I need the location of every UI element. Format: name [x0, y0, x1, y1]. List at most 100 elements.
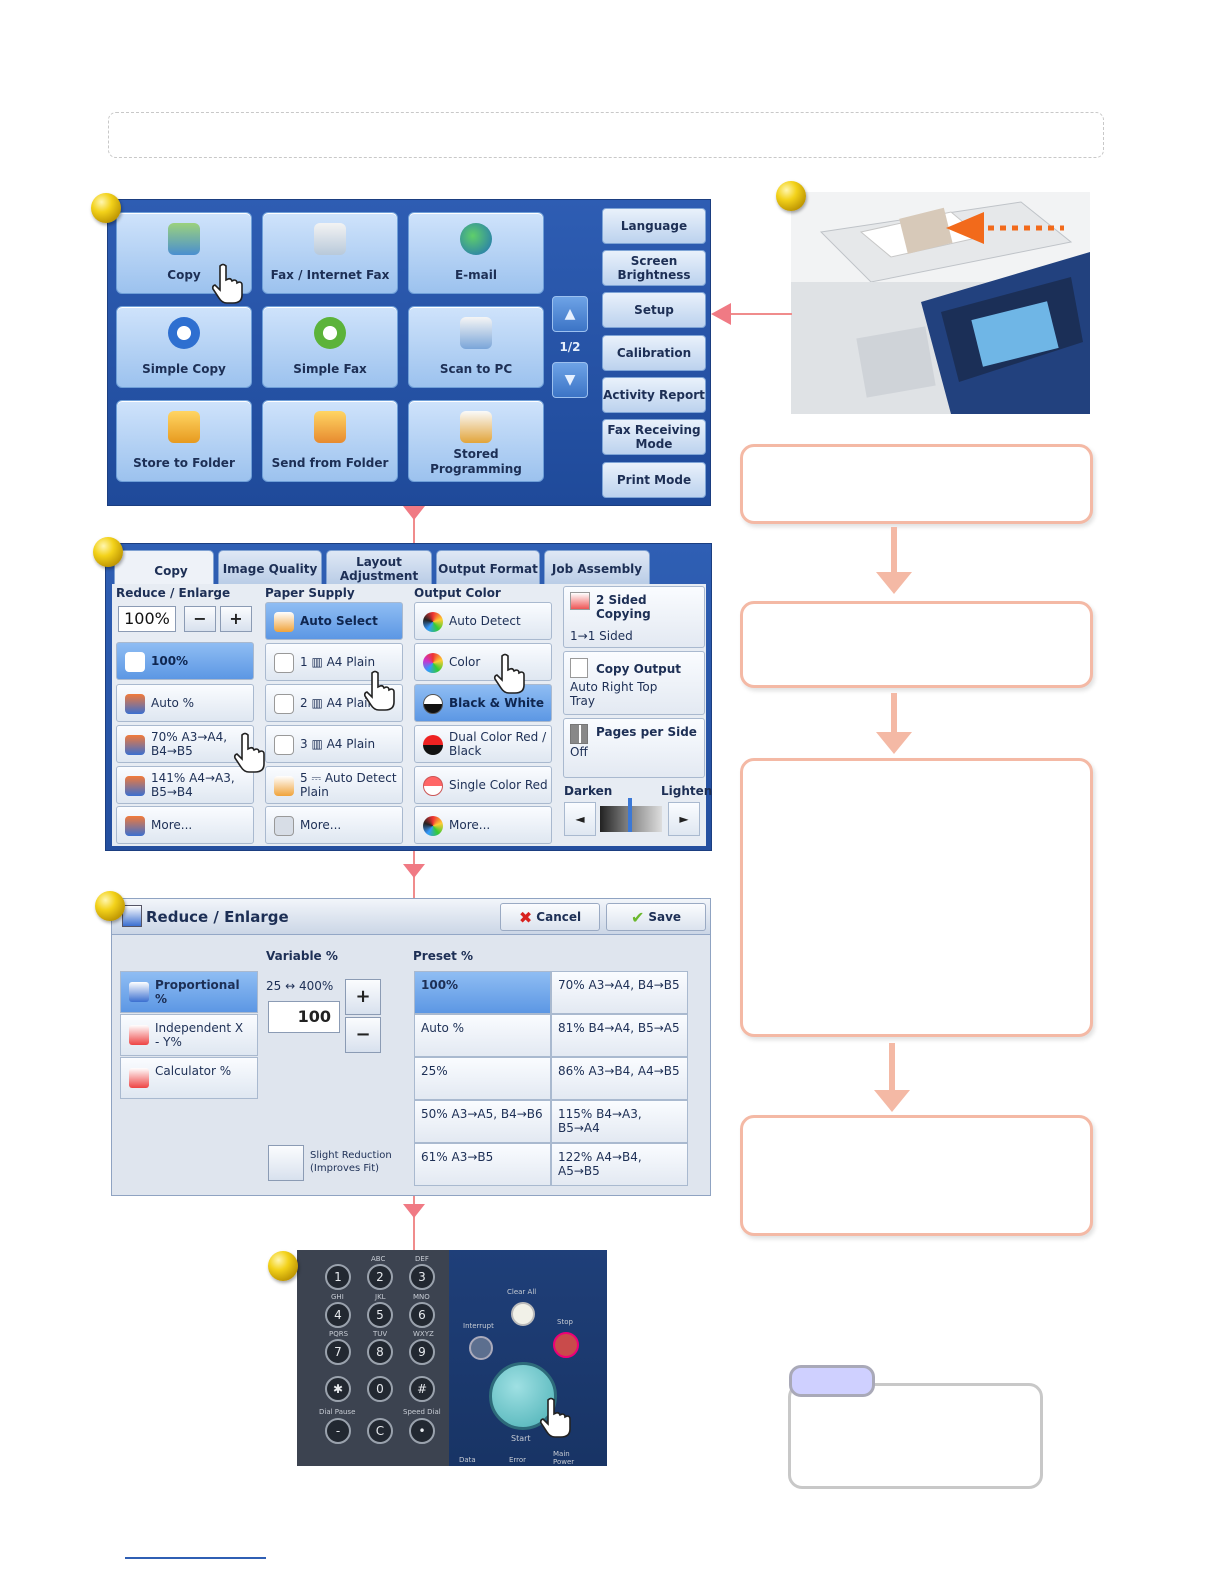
- key-star[interactable]: ✱: [325, 1376, 351, 1402]
- tab-image-quality[interactable]: Image Quality: [218, 550, 322, 588]
- interrupt-button[interactable]: [469, 1336, 493, 1360]
- flow-step-box-2: [740, 601, 1093, 688]
- calibration-button[interactable]: Calibration: [602, 335, 706, 371]
- zoom-option-auto[interactable]: Auto %: [116, 684, 254, 722]
- fax-receiving-mode-button[interactable]: Fax Receiving Mode: [602, 419, 706, 455]
- key-4[interactable]: 4: [325, 1302, 351, 1328]
- scroll-up-button[interactable]: ▲: [552, 296, 588, 332]
- key-dial-pause[interactable]: -: [325, 1418, 351, 1444]
- key-6[interactable]: 6: [409, 1302, 435, 1328]
- stored-programming-tile[interactable]: Stored Programming: [408, 400, 544, 482]
- mode-calculator[interactable]: Calculator %: [120, 1057, 258, 1099]
- activity-report-button[interactable]: Activity Report: [602, 377, 706, 413]
- color-black-white[interactable]: Black & White: [414, 684, 552, 722]
- simple-fax-icon: [314, 317, 346, 349]
- scroll-down-button[interactable]: ▼: [552, 362, 588, 398]
- preset-cell[interactable]: 115% B4→A3, B5→A4: [551, 1100, 688, 1143]
- send-from-folder-tile[interactable]: Send from Folder: [262, 400, 398, 482]
- color-dual[interactable]: Dual Color Red / Black: [414, 725, 552, 763]
- zoom-plus-button[interactable]: +: [220, 606, 252, 632]
- key-clear[interactable]: C: [367, 1418, 393, 1444]
- key-3[interactable]: 3: [409, 1264, 435, 1290]
- darken-button[interactable]: ◄: [564, 802, 596, 836]
- connector-arrow: [403, 506, 425, 520]
- save-button[interactable]: ✔Save: [606, 903, 706, 931]
- chevron-down-icon: ▼: [564, 372, 576, 388]
- copy-tile[interactable]: Copy: [116, 212, 252, 294]
- variable-percent-input[interactable]: 100: [268, 1001, 340, 1033]
- email-tile[interactable]: E-mail: [408, 212, 544, 294]
- slight-reduction-checkbox[interactable]: [268, 1145, 304, 1181]
- tab-output-format[interactable]: Output Format: [436, 550, 540, 588]
- preset-cell[interactable]: 100%: [414, 971, 551, 1014]
- clear-all-button[interactable]: [511, 1302, 535, 1326]
- density-thumb[interactable]: [628, 798, 632, 832]
- key-7[interactable]: 7: [325, 1339, 351, 1365]
- screen-brightness-button[interactable]: Screen Brightness: [602, 250, 706, 286]
- preset-cell[interactable]: 25%: [414, 1057, 551, 1100]
- preset-cell[interactable]: 50% A3→A5, B4→B6: [414, 1100, 551, 1143]
- density-slider[interactable]: [600, 798, 662, 832]
- paper-tray-1[interactable]: 1 ▥ A4 Plain: [265, 643, 403, 681]
- zoom-option-141[interactable]: 141% A4→A3, B5→B4: [116, 766, 254, 804]
- hand-pointer-icon: [493, 653, 525, 694]
- mode-proportional[interactable]: Proportional %: [120, 971, 258, 1013]
- color-more[interactable]: More...: [414, 806, 552, 844]
- preset-cell[interactable]: Auto %: [414, 1014, 551, 1057]
- zoom-option-100[interactable]: 100%: [116, 642, 254, 680]
- reduce-enlarge-value: 100%: [118, 606, 176, 632]
- step-marker-1: [91, 193, 121, 223]
- key-2[interactable]: 2: [367, 1264, 393, 1290]
- preset-cell[interactable]: 61% A3→B5: [414, 1143, 551, 1186]
- stop-button[interactable]: [553, 1332, 579, 1358]
- tab-job-assembly[interactable]: Job Assembly: [544, 550, 650, 588]
- key-8[interactable]: 8: [367, 1339, 393, 1365]
- send-folder-icon: [314, 411, 346, 443]
- copy-output-card[interactable]: Copy Output Auto Right Top Tray: [563, 651, 705, 715]
- key-0[interactable]: 0: [367, 1376, 393, 1402]
- store-to-folder-tile[interactable]: Store to Folder: [116, 400, 252, 482]
- start-button[interactable]: [489, 1362, 557, 1430]
- fax-tile[interactable]: Fax / Internet Fax: [262, 212, 398, 294]
- hand-pointer-icon: [211, 263, 243, 304]
- paper-auto-select[interactable]: Auto Select: [265, 602, 403, 640]
- print-mode-button[interactable]: Print Mode: [602, 462, 706, 498]
- language-button[interactable]: Language: [602, 208, 706, 244]
- zoom-option-70[interactable]: 70% A3→A4, B4→B5: [116, 725, 254, 763]
- fax-icon: [314, 223, 346, 255]
- color-single[interactable]: Single Color Red: [414, 766, 552, 804]
- step-marker-3: [95, 891, 125, 921]
- cancel-button[interactable]: ✖Cancel: [500, 903, 600, 931]
- variable-minus-button[interactable]: −: [345, 1017, 381, 1053]
- copy-icon: [168, 223, 200, 255]
- simple-copy-tile[interactable]: Simple Copy: [116, 306, 252, 388]
- lighten-button[interactable]: ►: [668, 802, 700, 836]
- key-speed-dial[interactable]: •: [409, 1418, 435, 1444]
- paper-tray-3[interactable]: 3 ▥ A4 Plain: [265, 725, 403, 763]
- two-sided-card[interactable]: 2 Sided Copying 1→1 Sided: [563, 586, 705, 648]
- pages-per-side-card[interactable]: Pages per Side Off: [563, 718, 705, 778]
- tab-layout-adjustment[interactable]: Layout Adjustment: [326, 550, 432, 588]
- reduce-enlarge-panel: Reduce / Enlarge ✖Cancel ✔Save Proportio…: [111, 898, 711, 1196]
- preset-cell[interactable]: 86% A3→B4, A4→B5: [551, 1057, 688, 1100]
- paper-more[interactable]: More...: [265, 806, 403, 844]
- paper-tray-5[interactable]: 5 ⎓ Auto Detect Plain: [265, 766, 403, 804]
- simple-fax-tile[interactable]: Simple Fax: [262, 306, 398, 388]
- key-1[interactable]: 1: [325, 1264, 351, 1290]
- color-auto-detect[interactable]: Auto Detect: [414, 602, 552, 640]
- zoom-option-more[interactable]: More...: [116, 806, 254, 844]
- slight-reduction-label: Slight Reduction (Improves Fit): [310, 1150, 392, 1174]
- key-9[interactable]: 9: [409, 1339, 435, 1365]
- preset-cell[interactable]: 81% B4→A4, B5→A5: [551, 1014, 688, 1057]
- variable-plus-button[interactable]: +: [345, 979, 381, 1015]
- preset-cell[interactable]: 122% A4→B4, A5→B5: [551, 1143, 688, 1186]
- key-hash[interactable]: #: [409, 1376, 435, 1402]
- key-5[interactable]: 5: [367, 1302, 393, 1328]
- scan-to-pc-tile[interactable]: Scan to PC: [408, 306, 544, 388]
- preset-cell[interactable]: 70% A3→A4, B4→B5: [551, 971, 688, 1014]
- more-icon: [274, 816, 294, 836]
- color-full[interactable]: Color: [414, 643, 552, 681]
- setup-button[interactable]: Setup: [602, 292, 706, 328]
- mode-independent[interactable]: Independent X - Y%: [120, 1014, 258, 1056]
- zoom-minus-button[interactable]: −: [184, 606, 216, 632]
